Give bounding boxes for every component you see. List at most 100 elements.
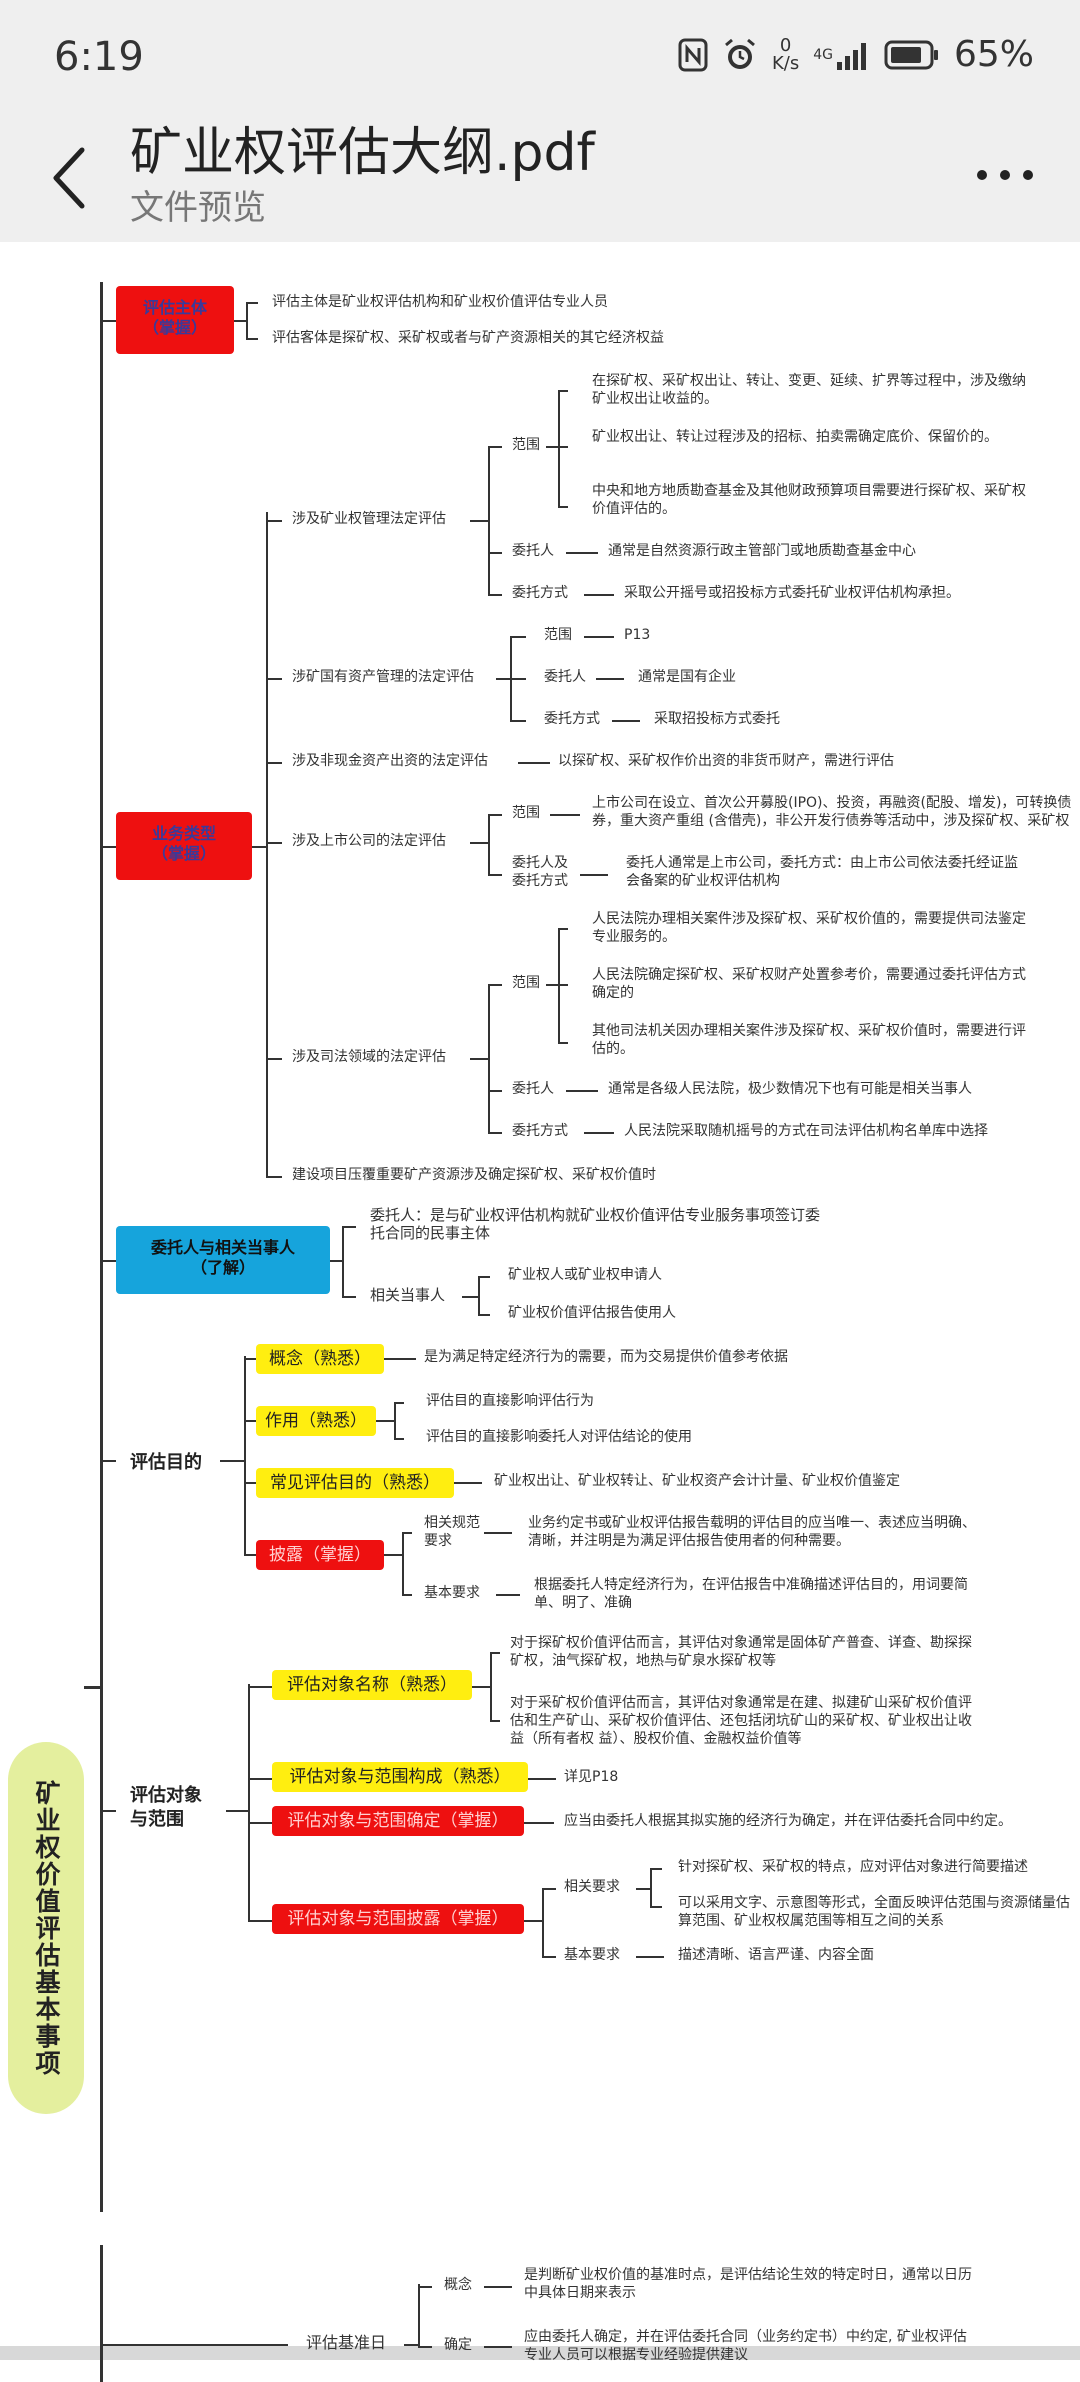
connector	[394, 1402, 396, 1440]
more-dots-icon	[977, 170, 1033, 180]
leaf: 委托人通常是上市公司，委托方式：由上市公司依法委托经证监会备案的矿业权评估机构	[626, 855, 1018, 889]
connector	[266, 762, 282, 764]
connector	[394, 1438, 404, 1440]
page-separator	[0, 2346, 1080, 2360]
connector	[244, 1420, 256, 1422]
connector	[484, 1532, 512, 1534]
more-button[interactable]	[970, 160, 1040, 190]
connector	[478, 1314, 490, 1316]
connector	[266, 678, 282, 680]
node-object-determine: 评估对象与范围确定（掌握）	[272, 1806, 524, 1836]
sub-label: 相关要求	[564, 1879, 620, 1895]
connector	[402, 1594, 412, 1596]
leaf: 评估客体是探矿权、采矿权或者与矿产资源相关的其它经济权益	[272, 330, 664, 346]
connector	[518, 762, 550, 764]
connector	[100, 1460, 116, 1462]
leaf: 对于采矿权价值评估而言，其评估对象通常是在建、拟建矿山采矿权价值评估和生产矿山、…	[510, 1695, 972, 1747]
sub-label: 范围	[512, 805, 540, 821]
connector	[490, 1720, 500, 1722]
node-role: 作用（熟悉）	[256, 1406, 376, 1436]
pdf-preview[interactable]: 矿业权价值评估基本事项 评估主体 （掌握） 评估主体是矿业权评估机构和矿业权价值…	[0, 242, 1080, 2382]
leaf: 评估主体是矿业权评估机构和矿业权价值评估专业人员	[272, 294, 608, 310]
connector	[496, 678, 510, 680]
connector	[558, 928, 568, 930]
connector	[636, 1956, 664, 1958]
connector	[558, 446, 568, 448]
connector	[528, 1778, 556, 1780]
connector	[244, 1482, 256, 1484]
connector	[650, 1868, 652, 1908]
connector	[484, 2286, 512, 2288]
connector	[558, 506, 568, 508]
connector	[342, 1226, 356, 1228]
leaf: 采取招投标方式委托	[654, 711, 780, 727]
connector	[394, 1402, 404, 1404]
node-business-type: 业务类型 （掌握）	[116, 812, 252, 880]
connector	[510, 720, 526, 722]
node-purpose: 评估目的	[130, 1452, 202, 1473]
sub-label: 委托人	[512, 1081, 554, 1097]
sub-label: 范围	[512, 437, 540, 453]
connector	[342, 1226, 344, 1298]
connector	[488, 984, 502, 986]
sub-label: 相关规范要求	[424, 1515, 480, 1549]
leaf: 中央和地方地质勘查基金及其他财政预算项目需要进行探矿权、采矿权价值评估的。	[592, 483, 1026, 517]
sub-label: 基本要求	[424, 1585, 480, 1601]
connector	[584, 594, 614, 596]
connector	[650, 1868, 662, 1870]
page-subtitle: 文件预览	[130, 188, 266, 228]
trunk-line	[100, 282, 103, 2212]
branch: 涉及非现金资产出资的法定评估	[292, 753, 488, 769]
connector	[100, 1260, 116, 1262]
connector	[490, 1652, 492, 1722]
leaf: 应由委托人确定，并在评估委托合同（业务约定书）中约定, 矿业权评估专业人员可以根…	[524, 2329, 967, 2363]
connector	[558, 390, 560, 508]
connector	[234, 320, 246, 322]
connector	[542, 1888, 544, 1958]
connector	[596, 678, 624, 680]
connector	[558, 984, 568, 986]
app-header: 矿业权评估大纲.pdf 文件预览	[0, 110, 1080, 242]
connector	[404, 2344, 418, 2346]
connector	[266, 1176, 282, 1178]
connector	[584, 1132, 614, 1134]
connector	[330, 1260, 342, 1262]
back-button[interactable]	[40, 138, 100, 218]
leaf: 业务约定书或矿业权评估报告载明的评估目的应当唯一、表述应当明确、清晰，并注明是为…	[528, 1515, 976, 1549]
sub-label: 委托人	[512, 543, 554, 559]
node-object-name: 评估对象名称（熟悉）	[272, 1670, 472, 1700]
leaf: P13	[624, 627, 651, 643]
node-object-composition: 评估对象与范围构成（熟悉）	[272, 1762, 528, 1792]
nfc-icon	[678, 38, 708, 72]
connector	[566, 552, 598, 554]
leaf: 以探矿权、采矿权作价出资的非货币财产，需进行评估	[558, 753, 894, 769]
connector	[546, 446, 558, 448]
leaf: 人民法院办理相关案件涉及探矿权、采矿权价值的，需要提供司法鉴定专业服务的。	[592, 911, 1026, 945]
leaf: 委托人：是与矿业权评估机构就矿业权价值评估专业服务事项签订委托合同的民事主体	[370, 1206, 821, 1242]
leaf: 人民法院采取随机摇号的方式在司法评估机构名单库中选择	[624, 1123, 988, 1139]
connector	[488, 594, 502, 596]
leaf: 上市公司在设立、首次公开募股(IPO)、投资，再融资(配股、增发)，可转换债券，…	[592, 795, 1072, 829]
branch: 涉及上市公司的法定评估	[292, 833, 446, 849]
node-object-scope: 评估对象 与范围	[130, 1785, 202, 1830]
node-disclose: 披露（掌握）	[256, 1540, 384, 1570]
connector	[546, 984, 558, 986]
connector	[100, 1810, 116, 1812]
connector	[266, 1058, 282, 1060]
connector	[542, 1956, 556, 1958]
connector	[342, 1296, 356, 1298]
connector	[220, 1460, 244, 1462]
leaf: 矿业权出让、转让过程涉及的招标、拍卖需确定底价、保留价的。	[592, 429, 998, 445]
connector	[100, 846, 116, 848]
sub-label: 范围	[544, 627, 572, 643]
connector	[488, 814, 502, 816]
sub-label: 确定	[444, 2337, 472, 2353]
connector	[524, 1822, 554, 1824]
branch: 涉矿国有资产管理的法定评估	[292, 669, 474, 685]
connector	[246, 302, 248, 340]
connector	[244, 1356, 246, 1556]
mindmap-root: 矿业权价值评估基本事项	[8, 1742, 84, 2114]
sub-label: 委托方式	[512, 1123, 568, 1139]
branch: 涉及司法领域的法定评估	[292, 1049, 446, 1065]
connector	[488, 446, 490, 596]
